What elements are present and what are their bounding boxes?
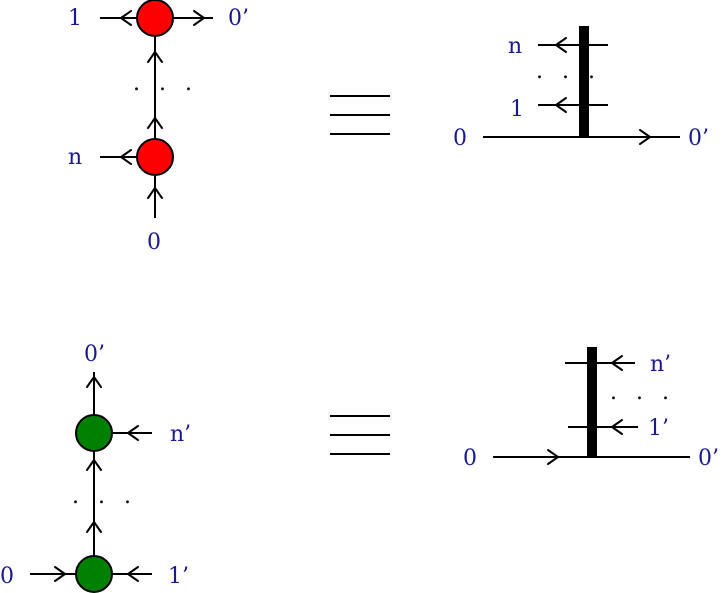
label-n-prime: n’ xyxy=(170,422,191,447)
red-vertex-node xyxy=(136,0,174,37)
arrow-left-icon xyxy=(555,37,567,53)
label-1-prime: 1’ xyxy=(648,416,669,441)
arrow-right-icon xyxy=(639,129,651,145)
equivalence-symbol xyxy=(330,415,390,455)
arrow-up-icon xyxy=(86,459,102,471)
ellipsis: . . . xyxy=(536,59,601,84)
arrow-right-icon xyxy=(547,449,559,465)
arrow-left-icon xyxy=(611,355,623,371)
arrow-left-icon xyxy=(127,566,139,582)
label-0: 0 xyxy=(453,126,467,151)
arrow-left-icon xyxy=(120,10,132,26)
arrow-left-icon xyxy=(127,425,139,441)
arrow-up-icon xyxy=(147,187,163,199)
arrow-right-icon xyxy=(54,566,66,582)
top-right-diagram: . . . n 1 0 0’ xyxy=(453,26,709,151)
bottom-right-diagram: . . . n’ 1’ 0 0’ xyxy=(463,347,719,471)
arrow-left-icon xyxy=(611,419,623,435)
label-n-prime: n’ xyxy=(650,352,671,377)
label-1-prime: 1’ xyxy=(168,564,189,589)
equivalence-symbol xyxy=(330,95,390,135)
label-0: 0 xyxy=(147,230,161,255)
label-0-prime: 0’ xyxy=(228,6,249,31)
arrow-up-icon xyxy=(147,51,163,63)
arrow-up-icon xyxy=(86,376,102,388)
label-n: n xyxy=(508,34,522,59)
vertex-bar xyxy=(579,26,589,137)
arrow-left-icon xyxy=(120,149,132,165)
green-vertex-node xyxy=(75,555,113,593)
label-0: 0 xyxy=(0,564,14,589)
label-0: 0 xyxy=(463,446,477,471)
label-0-prime: 0’ xyxy=(84,342,105,367)
ellipsis: . . . xyxy=(610,380,675,405)
ellipsis: . . . xyxy=(133,71,198,96)
label-1: 1 xyxy=(68,6,82,31)
red-vertex-node xyxy=(136,138,174,176)
arrow-up-icon xyxy=(147,117,163,129)
arrow-up-icon xyxy=(86,521,102,533)
label-n: n xyxy=(68,145,82,170)
label-0-prime: 0’ xyxy=(688,126,709,151)
ellipsis: . . . xyxy=(72,484,137,509)
label-1: 1 xyxy=(510,97,524,122)
top-left-diagram: . . . 1 0’ n 0 xyxy=(68,0,249,255)
label-0-prime: 0’ xyxy=(698,446,719,471)
vertex-bar xyxy=(587,347,597,458)
arrow-right-icon xyxy=(193,10,205,26)
arrow-left-icon xyxy=(555,97,567,113)
bottom-left-diagram: . . . 0’ n’ 0 1’ xyxy=(0,342,191,593)
green-vertex-node xyxy=(75,414,113,452)
